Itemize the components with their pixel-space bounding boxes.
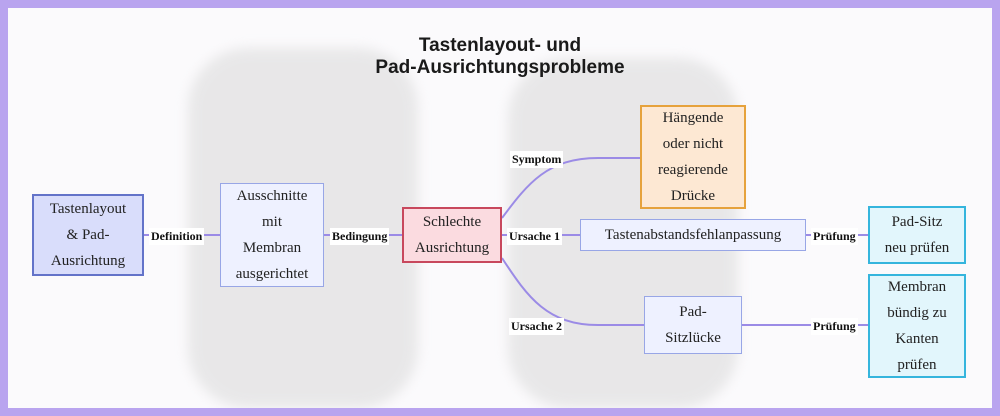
node-misalignment[interactable]: Schlechte Ausrichtung [402, 207, 502, 263]
node-seat-gap[interactable]: Pad- Sitzlücke [644, 296, 742, 354]
edge-label-cause2: Ursache 2 [509, 318, 564, 335]
node-symptom[interactable]: Hängende oder nicht reagierende Drücke [640, 105, 746, 209]
edge-label-symptom: Symptom [510, 151, 564, 168]
node-cutouts[interactable]: Ausschnitte mit Membran ausgerichtet [220, 183, 324, 287]
edge-label-check1: Prüfung [811, 228, 858, 245]
diagram-canvas: Tastenlayout- und Pad-Ausrichtungsproble… [8, 8, 992, 408]
node-root[interactable]: Tastenlayout & Pad- Ausrichtung [32, 194, 144, 276]
node-symptom-label: Hängende oder nicht reagierende Drücke [658, 110, 728, 204]
node-recheck-seat[interactable]: Pad-Sitz neu prüfen [868, 206, 966, 264]
edge-label-definition: Definition [149, 228, 205, 245]
node-root-label: Tastenlayout & Pad- Ausrichtung [49, 201, 127, 269]
node-misalignment-label: Schlechte Ausrichtung [414, 214, 490, 256]
edge-label-check2: Prüfung [811, 318, 858, 335]
edge-label-condition: Bedingung [330, 228, 390, 245]
diagram-title: Tastenlayout- und Pad-Ausrichtungsproble… [375, 35, 625, 78]
node-cutouts-label: Ausschnitte mit Membran ausgerichtet [235, 188, 309, 282]
node-recheck-seat-label: Pad-Sitz neu prüfen [884, 214, 950, 256]
node-spacing-mismatch-label: Tastenabstandsfehlanpassung [604, 227, 782, 243]
edge-cause2 [501, 257, 644, 326]
node-check-flush-label: Membran bündig zu Kanten prüfen [887, 279, 947, 373]
edge-symptom [501, 157, 640, 219]
node-seat-gap-label: Pad- Sitzlücke [665, 304, 721, 346]
node-spacing-mismatch[interactable]: Tastenabstandsfehlanpassung [580, 219, 806, 251]
edge-label-cause1: Ursache 1 [507, 228, 562, 245]
node-check-flush[interactable]: Membran bündig zu Kanten prüfen [868, 274, 966, 378]
